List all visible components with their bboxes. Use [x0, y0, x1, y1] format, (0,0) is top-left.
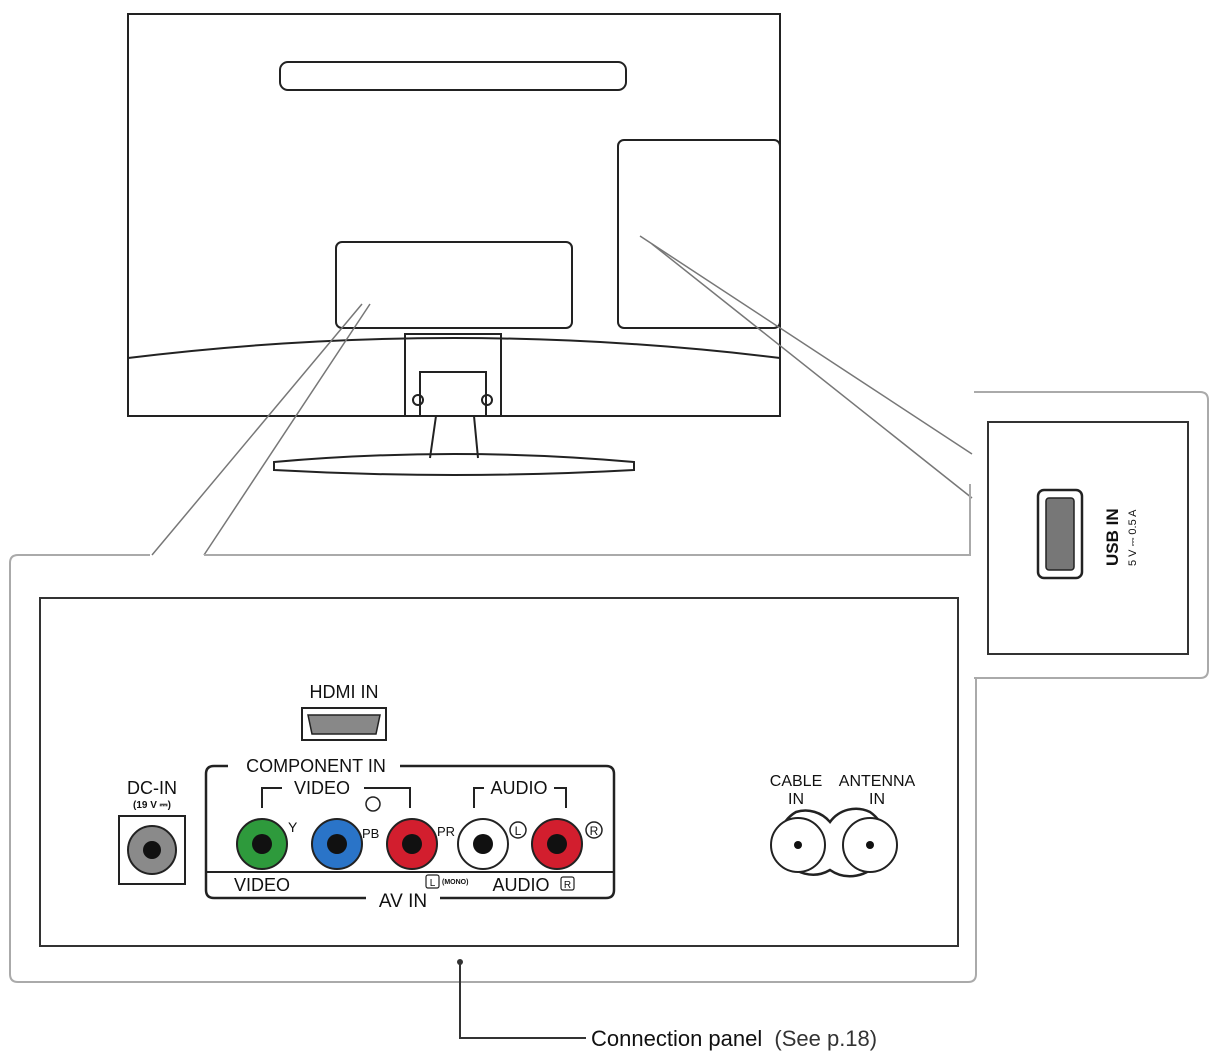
main-panel-callout	[9, 484, 977, 983]
usb-rating: 5 V ⎓ 0.5 A	[1127, 509, 1139, 566]
component-title: COMPONENT IN	[246, 756, 386, 776]
jack-audio-left[interactable]	[457, 818, 509, 870]
connection-panel-ref: (See p.18)	[774, 1026, 877, 1051]
callout-leader	[459, 962, 586, 1039]
connection-panel-label: Connection panel	[591, 1026, 762, 1051]
jack-pr[interactable]	[386, 818, 438, 870]
jack-audio-left-badge	[509, 821, 527, 839]
audio-group-bracket	[473, 787, 567, 808]
jack-pb-label: PB	[362, 826, 379, 841]
usb-label-group: USB IN 5 V ⎓ 0.5 A	[1103, 508, 1139, 566]
rf-section: CABLE IN ANTENNA IN	[770, 773, 916, 878]
leader-rear-right	[203, 303, 371, 556]
cable-label-line2: IN	[788, 791, 804, 808]
tv-body-outline	[127, 13, 781, 417]
stand-screw-left	[412, 394, 424, 406]
component-frame	[204, 764, 616, 900]
cable-label-line1: CABLE	[770, 773, 822, 790]
antenna-in-port[interactable]	[842, 817, 898, 873]
hdmi-label: HDMI IN	[310, 682, 379, 702]
hdmi-port[interactable]	[307, 714, 381, 735]
component-av-section: COMPONENT IN VIDEO AUDIO Y PB PR L	[204, 756, 616, 912]
video-group-bracket	[261, 787, 411, 808]
connection-panel-callout: Connection panel (See p.18)	[457, 959, 877, 1051]
leader-side-top	[639, 235, 973, 455]
usb-callout: USB IN 5 V ⎓ 0.5 A	[974, 391, 1209, 679]
usb-label: USB IN	[1103, 508, 1122, 566]
stand-pillar	[429, 415, 479, 459]
video-group-label: VIDEO	[294, 778, 350, 798]
jack-y-label: Y	[288, 819, 298, 835]
tv-vent-slot	[279, 61, 627, 91]
stand-base	[273, 453, 635, 476]
usb-callout-frame	[974, 391, 1209, 679]
av-in-title: AV IN	[379, 891, 427, 912]
dcin-pin	[143, 841, 161, 859]
av-mono-label: (MONO)	[442, 879, 468, 886]
callout-lines	[151, 235, 973, 556]
main-panel	[39, 597, 959, 947]
leader-rear-left	[151, 303, 363, 556]
jack-pb[interactable]	[311, 818, 363, 870]
stand-bracket	[419, 371, 487, 417]
leader-side-bottom	[651, 243, 973, 499]
tv-lower-curve	[127, 337, 781, 359]
tv-side-panel-recess	[617, 139, 781, 329]
jack-y[interactable]	[236, 818, 288, 870]
indicator-ring	[365, 796, 381, 812]
av-right-badge	[560, 876, 575, 891]
antenna-label-line1: ANTENNA	[839, 773, 916, 790]
antenna-label-line2: IN	[869, 791, 885, 808]
tv-rear-panel-recess	[335, 241, 573, 329]
av-left-label: L	[430, 878, 436, 889]
connection-panel-text: Connection panel (See p.18)	[591, 1026, 877, 1051]
tv-back-view	[127, 13, 781, 476]
av-right-label: R	[564, 880, 571, 891]
hdmi-section: HDMI IN	[301, 682, 387, 741]
usb-port-inner	[1045, 497, 1075, 571]
cable-in-port[interactable]	[770, 817, 826, 873]
stand-screw-right	[481, 394, 493, 406]
usb-port-outer[interactable]	[1036, 488, 1084, 580]
main-callout-frame	[9, 484, 977, 983]
av-audio-label: AUDIO	[492, 875, 549, 895]
av-video-label: VIDEO	[234, 875, 290, 895]
jack-audio-right-badge	[585, 821, 603, 839]
av-left-badge	[425, 874, 440, 889]
dcin-label: DC-IN	[127, 778, 177, 798]
jack-audio-right-label: R	[590, 824, 599, 838]
audio-group-label: AUDIO	[490, 778, 547, 798]
jack-pr-label: PR	[437, 824, 455, 839]
jack-audio-right[interactable]	[531, 818, 583, 870]
dcin-rating: (19 V ⎓)	[133, 800, 171, 811]
usb-panel	[987, 421, 1189, 655]
dcin-section: DC-IN (19 V ⎓)	[118, 778, 186, 885]
dcin-port-frame	[118, 815, 186, 885]
jack-audio-left-label: L	[515, 824, 522, 838]
hdmi-port-frame	[301, 707, 387, 741]
